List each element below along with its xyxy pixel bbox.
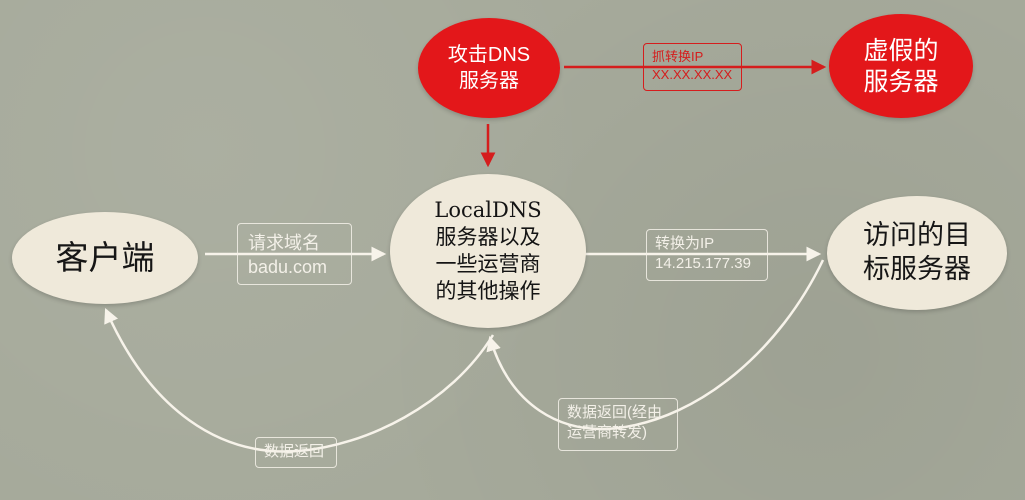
attack-dns-label: 攻击DNS 服务器 — [448, 42, 530, 94]
data-return-via-line-1: 数据返回(经由 — [567, 404, 662, 421]
localdns-line-2: 服务器以及 — [435, 225, 541, 250]
hijack-ip-label: 抓转换IP XX.XX.XX.XX — [643, 43, 742, 91]
localdns-line-3: 一些运营商 — [435, 252, 541, 276]
localdns-label: LocalDNS 服务器以及 一些运营商 的其他操作 — [434, 197, 541, 305]
attack-dns-line-2: 服务器 — [458, 70, 519, 92]
client-label: 客户端 — [55, 237, 155, 277]
request-domain-label: 请求域名 badu.com — [237, 223, 352, 285]
fake-server-line-1: 虚假的 — [863, 35, 939, 65]
arrow-target-return-to-localdns — [486, 259, 825, 431]
target-server-label: 访问的目 标服务器 — [863, 219, 971, 287]
target-server-line-1: 访问的目 — [863, 220, 971, 252]
convert-ip-line-2: 14.215.177.39 — [655, 255, 751, 273]
attack-dns-node: 攻击DNS 服务器 — [418, 18, 560, 118]
data-return-label: 数据返回 — [255, 437, 337, 468]
localdns-line-1: LocalDNS — [434, 198, 542, 223]
request-domain-line-1: 请求域名 — [248, 233, 320, 253]
arrow-localdns-return-to-client — [104, 307, 495, 453]
data-return-line-1: 数据返回 — [264, 443, 325, 460]
hijack-ip-line-2: XX.XX.XX.XX — [652, 66, 733, 82]
attack-dns-line-1: 攻击DNS — [447, 44, 531, 66]
fake-server-label: 虚假的 服务器 — [863, 35, 938, 98]
localdns-line-4: 的其他操作 — [435, 278, 541, 303]
target-server-node: 访问的目 标服务器 — [827, 196, 1007, 310]
convert-ip-label: 转换为IP 14.215.177.39 — [646, 229, 768, 281]
request-domain-line-2: badu.com — [248, 257, 328, 278]
hijack-ip-line-1: 抓转换IP — [652, 49, 704, 64]
fake-server-line-2: 服务器 — [863, 67, 939, 96]
data-return-via-line-2: 运营商转发) — [567, 424, 647, 442]
localdns-node: LocalDNS 服务器以及 一些运营商 的其他操作 — [390, 174, 586, 328]
data-return-via-label: 数据返回(经由 运营商转发) — [558, 398, 678, 451]
convert-ip-line-1: 转换为IP — [655, 235, 715, 252]
fake-server-node: 虚假的 服务器 — [829, 14, 973, 118]
target-server-line-2: 标服务器 — [863, 254, 971, 285]
client-node: 客户端 — [12, 212, 198, 304]
